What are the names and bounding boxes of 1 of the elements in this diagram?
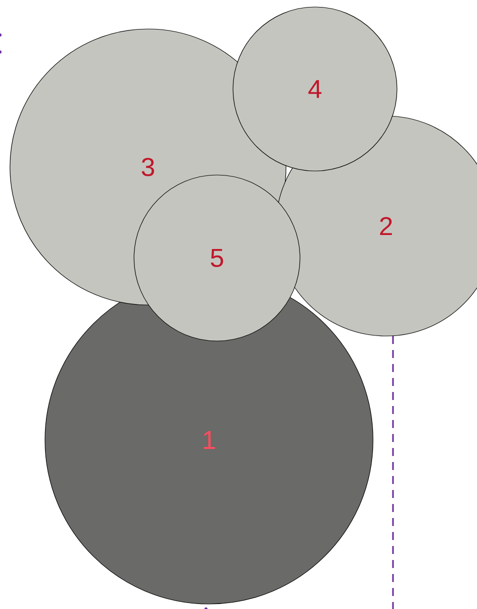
node-label: 2 (380, 216, 392, 236)
